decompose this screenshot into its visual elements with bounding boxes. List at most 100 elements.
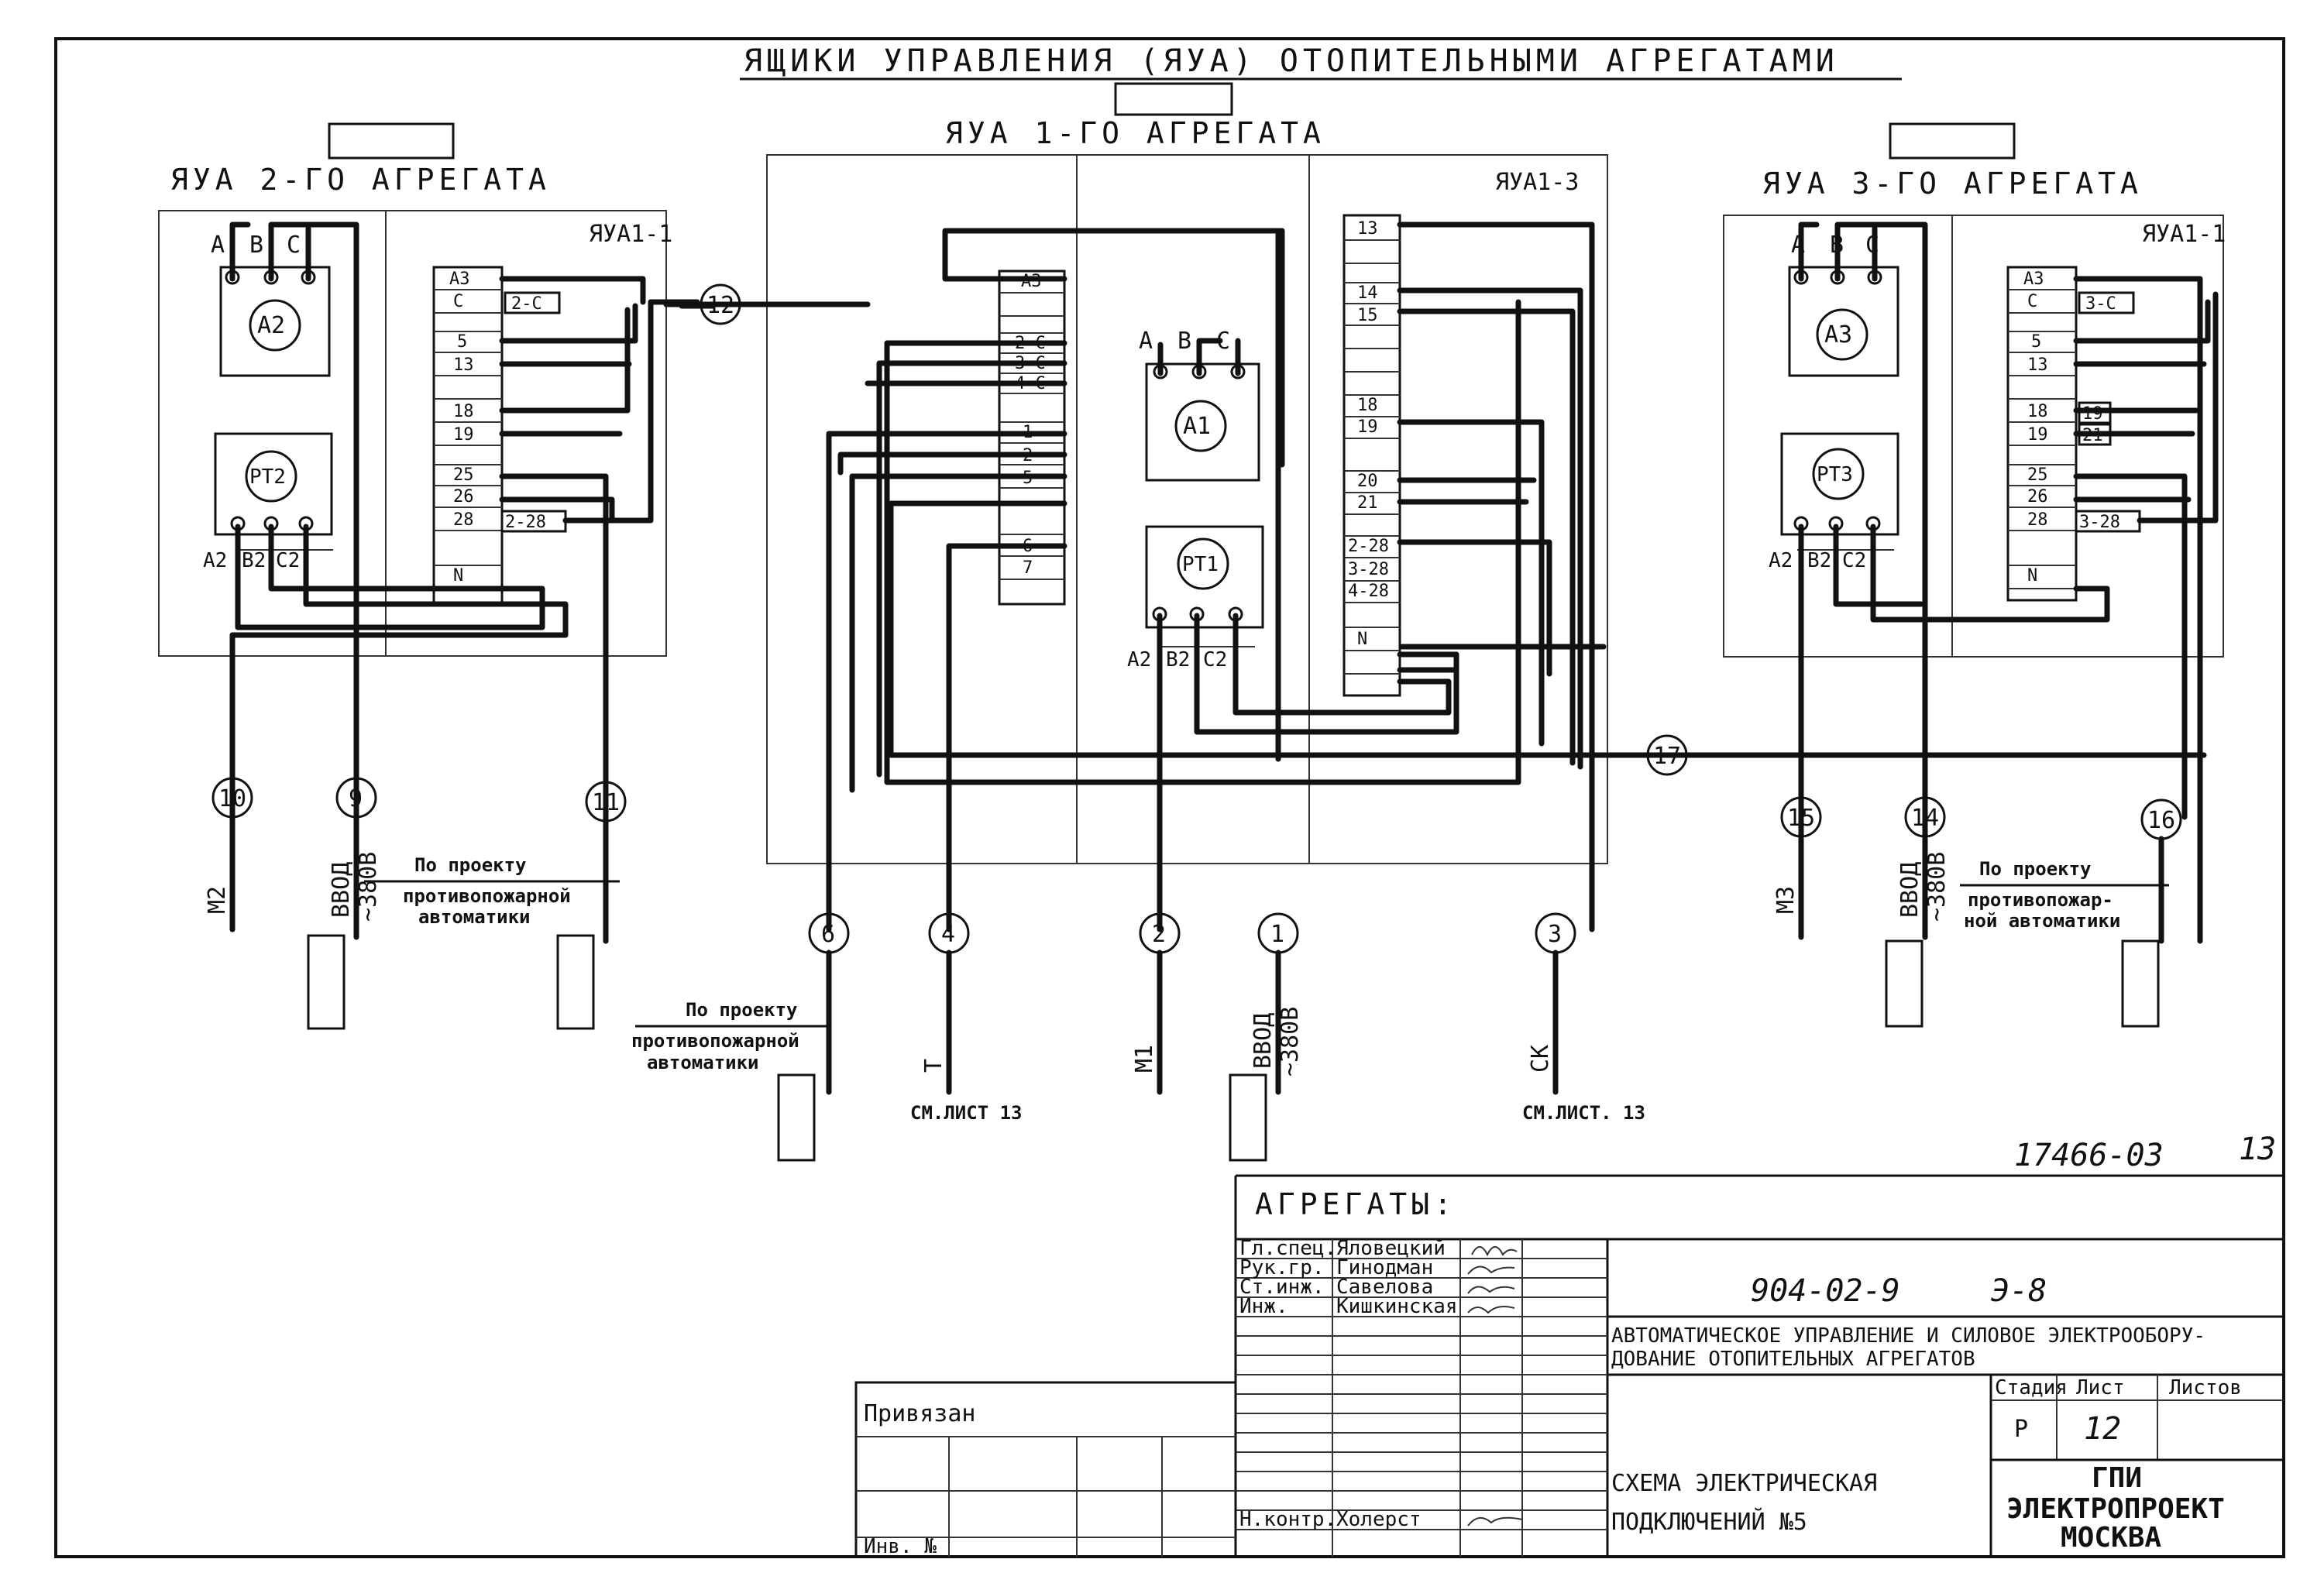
svg-text:7: 7 [1023, 558, 1033, 578]
svg-text:28: 28 [453, 510, 474, 530]
svg-text:3-28: 3-28 [2079, 513, 2120, 532]
svg-text:19: 19 [1357, 417, 1378, 437]
svg-text:1: 1 [1270, 921, 1284, 948]
svg-text:15: 15 [1787, 805, 1815, 832]
svg-text:2-28: 2-28 [1348, 537, 1389, 556]
signature-3 [1467, 1286, 1515, 1294]
svg-text:СМ.ЛИСТ. 13: СМ.ЛИСТ. 13 [1522, 1102, 1645, 1124]
svg-text:Инв. №: Инв. № [864, 1535, 937, 1558]
svg-text:Н.контр.: Н.контр. [1239, 1508, 1336, 1531]
signature-5 [1467, 1516, 1523, 1526]
signature-4 [1467, 1306, 1515, 1314]
svg-text:Листов: Листов [2169, 1376, 2242, 1399]
svg-text:ВВОД: ВВОД [328, 862, 355, 918]
svg-text:противопожарной: противопожарной [403, 885, 571, 907]
svg-text:Холерст: Холерст [1336, 1508, 1422, 1531]
svg-text:ДОВАНИЕ ОТОПИТЕЛЬНЫХ АГРЕГАТОВ: ДОВАНИЕ ОТОПИТЕЛЬНЫХ АГРЕГАТОВ [1611, 1348, 1975, 1371]
svg-text:13: 13 [1357, 219, 1378, 239]
svg-text:26: 26 [453, 487, 474, 507]
note-fire-automation-center: По проекту противопожарной автоматики [631, 999, 1267, 1162]
signature-1 [1471, 1246, 1518, 1257]
svg-text:М2: М2 [204, 886, 231, 914]
svg-text:6: 6 [821, 921, 835, 948]
svg-text:По проекту: По проекту [414, 854, 527, 876]
svg-text:Яловецкий: Яловецкий [1336, 1237, 1446, 1260]
svg-text:ЭЛЕКТРОПРОЕКТ: ЭЛЕКТРОПРОЕКТ [2006, 1493, 2225, 1525]
terminal-strip-unit-1-left: А3 2-С 3-С 4-С 1 2 5 6 7 [1015, 272, 1046, 578]
svg-text:2-28: 2-28 [505, 513, 546, 532]
svg-text:Э-8: Э-8 [1991, 1273, 2047, 1309]
svg-text:A: A [211, 232, 225, 259]
svg-text:По проекту: По проекту [686, 999, 798, 1021]
relay-rt2 [245, 450, 297, 503]
svg-text:21: 21 [1357, 493, 1378, 513]
svg-text:25: 25 [453, 465, 474, 485]
meter-a2 [249, 299, 301, 352]
terminal-strip-unit-1-right: 13 14 15 18 19 20 21 2-28 3-28 4-28 N [1348, 219, 1389, 649]
svg-text:Т: Т [920, 1059, 947, 1073]
svg-text:С2: С2 [276, 549, 300, 572]
cable-destinations: М2 ВВОД ~380В Т М1 ВВОД ~380В СК М3 ВВОД… [204, 852, 1951, 1124]
svg-text:автоматики: автоматики [647, 1052, 759, 1073]
svg-text:По проекту: По проекту [1979, 858, 2092, 880]
svg-text:C: C [287, 232, 301, 259]
svg-text:ЯУА1-1: ЯУА1-1 [2142, 221, 2226, 248]
svg-text:А3: А3 [1824, 321, 1852, 349]
cable-17: 17 [1646, 734, 1688, 776]
svg-text:РТ2: РТ2 [249, 465, 286, 489]
svg-text:ЯУА 1-ГО АГРЕГАТА: ЯУА 1-ГО АГРЕГАТА [945, 116, 1325, 150]
svg-text:B: B [249, 232, 263, 259]
svg-text:19: 19 [2027, 425, 2048, 445]
box-unit-2: ЯУА 2-ГО АГРЕГАТА ЯУА1-1 A B C А2 РТ2 А2… [158, 122, 716, 944]
svg-text:9: 9 [349, 785, 363, 812]
svg-text:автоматики: автоматики [418, 906, 531, 928]
svg-text:4: 4 [941, 921, 955, 948]
svg-text:26: 26 [2027, 487, 2048, 507]
svg-text:17: 17 [1653, 743, 1681, 770]
note-fire-automation-right: По проекту противопожар- ной автоматики [1885, 858, 2169, 1028]
svg-text:СК: СК [1527, 1045, 1554, 1073]
svg-text:B: B [1177, 328, 1191, 355]
svg-text:РТ3: РТ3 [1817, 463, 1853, 486]
svg-text:Ст.инж.: Ст.инж. [1239, 1276, 1325, 1299]
svg-text:ЯУА1-3: ЯУА1-3 [1495, 169, 1579, 196]
svg-text:А2: А2 [203, 549, 227, 572]
svg-text:ЯЩИКИ УПРАВЛЕНИЯ (ЯУА) ОТОПИТЕ: ЯЩИКИ УПРАВЛЕНИЯ (ЯУА) ОТОПИТЕЛЬНЫМИ АГР… [744, 43, 1839, 79]
svg-text:Савелова: Савелова [1336, 1276, 1433, 1299]
svg-text:Кишкинская: Кишкинская [1336, 1295, 1458, 1318]
svg-text:В2: В2 [1166, 648, 1190, 671]
svg-text:С2: С2 [1842, 549, 1866, 572]
svg-text:А3: А3 [449, 270, 470, 289]
cable-14: 14 [1904, 796, 1946, 838]
svg-text:противопожар-: противопожар- [1968, 889, 2113, 911]
svg-text:А1: А1 [1183, 413, 1211, 440]
svg-text:А3: А3 [2023, 270, 2044, 289]
svg-text:ПОДКЛЮЧЕНИЙ №5: ПОДКЛЮЧЕНИЙ №5 [1611, 1508, 1807, 1536]
svg-text:19: 19 [2082, 404, 2103, 424]
svg-text:ВВОД: ВВОД [1896, 862, 1923, 918]
svg-text:ГПИ: ГПИ [2092, 1462, 2142, 1494]
svg-text:3-С: 3-С [2085, 294, 2116, 314]
svg-text:Гинодман: Гинодман [1336, 1256, 1433, 1279]
svg-text:N: N [453, 566, 463, 586]
svg-text:11: 11 [592, 789, 620, 816]
svg-text:18: 18 [1357, 396, 1378, 415]
svg-text:A: A [1139, 328, 1153, 355]
cable-11: 11 [585, 781, 627, 822]
svg-text:15: 15 [1357, 306, 1378, 325]
svg-text:противопожарной: противопожарной [631, 1030, 799, 1052]
svg-text:А2: А2 [1127, 648, 1151, 671]
terminal-strip-unit-3: А3 С 5 13 18 19 25 26 28 N [2023, 270, 2048, 586]
svg-text:Привязан: Привязан [864, 1400, 976, 1427]
svg-text:С2: С2 [1203, 648, 1227, 671]
box-unit-1: ЯУА 1-ГО АГРЕГАТА ЯУА1-3 А3 2-С 3-С 4-С … [766, 116, 1608, 932]
svg-text:Гл.спец.: Гл.спец. [1239, 1237, 1336, 1260]
svg-text:16: 16 [2147, 807, 2175, 834]
title-block: 17466-03 13 АГРЕГАТЫ: Гл.спец. Рук.гр. С… [1234, 1132, 2284, 1557]
svg-text:3: 3 [1548, 921, 1562, 948]
svg-text:4-28: 4-28 [1348, 582, 1389, 601]
note-fire-automation-left: По проекту противопожарной автоматики [307, 854, 620, 1030]
svg-text:28: 28 [2027, 510, 2048, 530]
svg-text:СМ.ЛИСТ 13: СМ.ЛИСТ 13 [910, 1102, 1023, 1124]
